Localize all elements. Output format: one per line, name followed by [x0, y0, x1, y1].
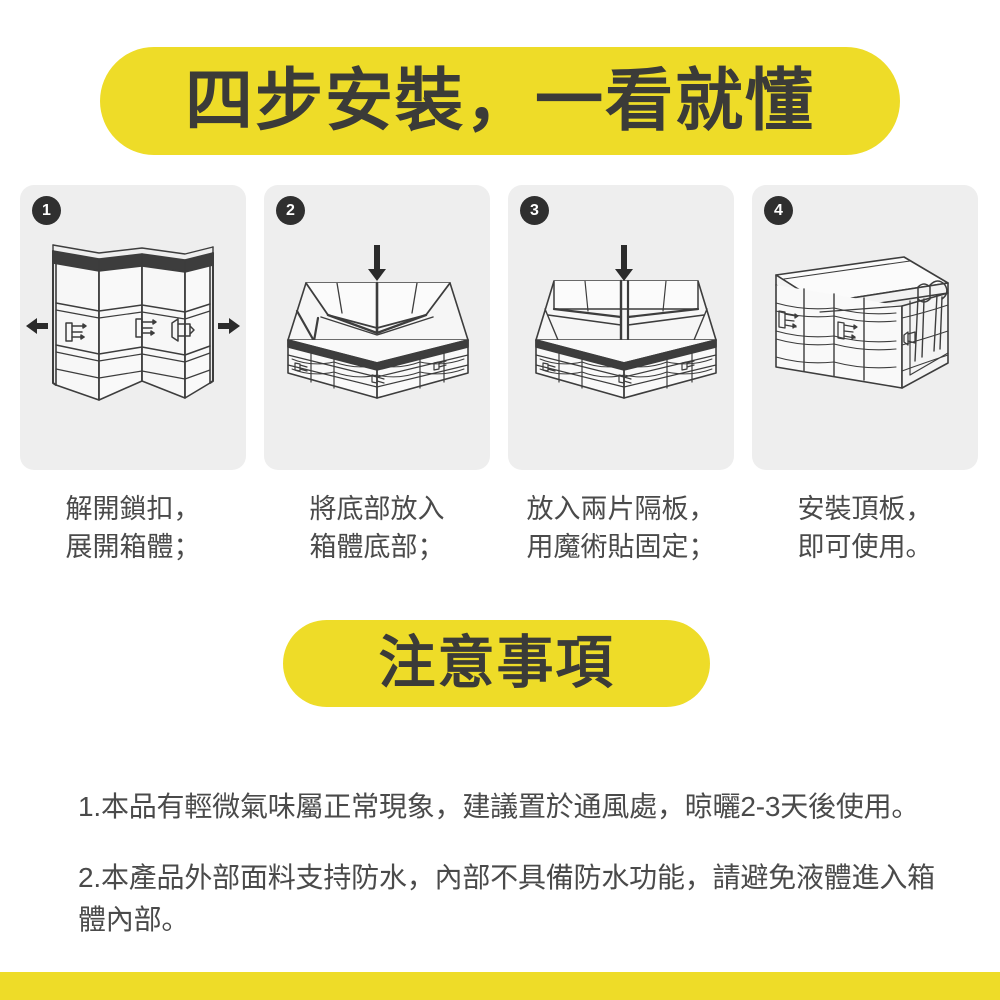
- step-4-card: 4: [752, 185, 978, 470]
- note-item-2: 2.本產品外部面料支持防水，內部不具備防水功能，請避免液體進入箱體內部。: [78, 861, 935, 936]
- step-1-card: 1: [20, 185, 246, 470]
- step-3: 3: [508, 185, 734, 567]
- notice-banner: 注意事項: [283, 620, 710, 707]
- page-title: 四步安裝，一看就懂: [184, 63, 815, 139]
- step-4: 4: [752, 185, 978, 567]
- note-item-1: 1.本品有輕微氣味屬正常現象，建議置於通風處，晾曬2-3天後使用。: [78, 791, 920, 822]
- arrow-right-icon: [218, 318, 240, 334]
- title-banner: 四步安裝，一看就懂: [100, 47, 900, 155]
- step-2-card: 2: [264, 185, 490, 470]
- step-3-badge: 3: [520, 196, 549, 225]
- step-3-caption-line-2: 用魔術貼固定；: [526, 532, 716, 563]
- step-2-caption: 將底部放入 箱體底部；: [264, 490, 490, 567]
- step-4-caption: 安裝頂板， 即可使用。: [752, 490, 978, 567]
- step-2-caption-line-1: 將底部放入: [309, 494, 445, 524]
- bottom-accent-bar: [0, 972, 1000, 1000]
- step-4-badge: 4: [764, 196, 793, 225]
- arrow-down-icon: [368, 245, 386, 281]
- arrow-down-icon: [615, 245, 633, 281]
- step-3-illustration: [535, 245, 717, 399]
- arrow-left-icon: [26, 318, 48, 334]
- step-2-caption-line-2: 箱體底部；: [309, 532, 445, 563]
- step-3-card: 3: [508, 185, 734, 470]
- step-2-illustration: [287, 245, 469, 399]
- step-4-caption-line-1: 安裝頂板，: [797, 494, 933, 524]
- step-1-caption-line-2: 展開箱體；: [65, 532, 201, 563]
- step-1-caption: 解開鎖扣， 展開箱體；: [20, 490, 246, 567]
- step-1: 1: [20, 185, 246, 567]
- step-1-illustration: [26, 244, 240, 401]
- step-2: 2: [264, 185, 490, 567]
- notes-list: 1.本品有輕微氣味屬正常現象，建議置於通風處，晾曬2-3天後使用。 2.本產品外…: [78, 758, 946, 958]
- step-4-illustration: [775, 256, 949, 389]
- notice-title: 注意事項: [378, 631, 615, 695]
- step-3-caption: 放入兩片隔板， 用魔術貼固定；: [508, 490, 734, 567]
- step-4-caption-line-2: 即可使用。: [797, 532, 933, 563]
- step-2-badge: 2: [276, 196, 305, 225]
- steps-row: 1: [20, 185, 980, 567]
- step-1-badge: 1: [32, 196, 61, 225]
- step-3-caption-line-1: 放入兩片隔板，: [526, 494, 716, 524]
- step-1-caption-line-1: 解開鎖扣，: [65, 494, 201, 524]
